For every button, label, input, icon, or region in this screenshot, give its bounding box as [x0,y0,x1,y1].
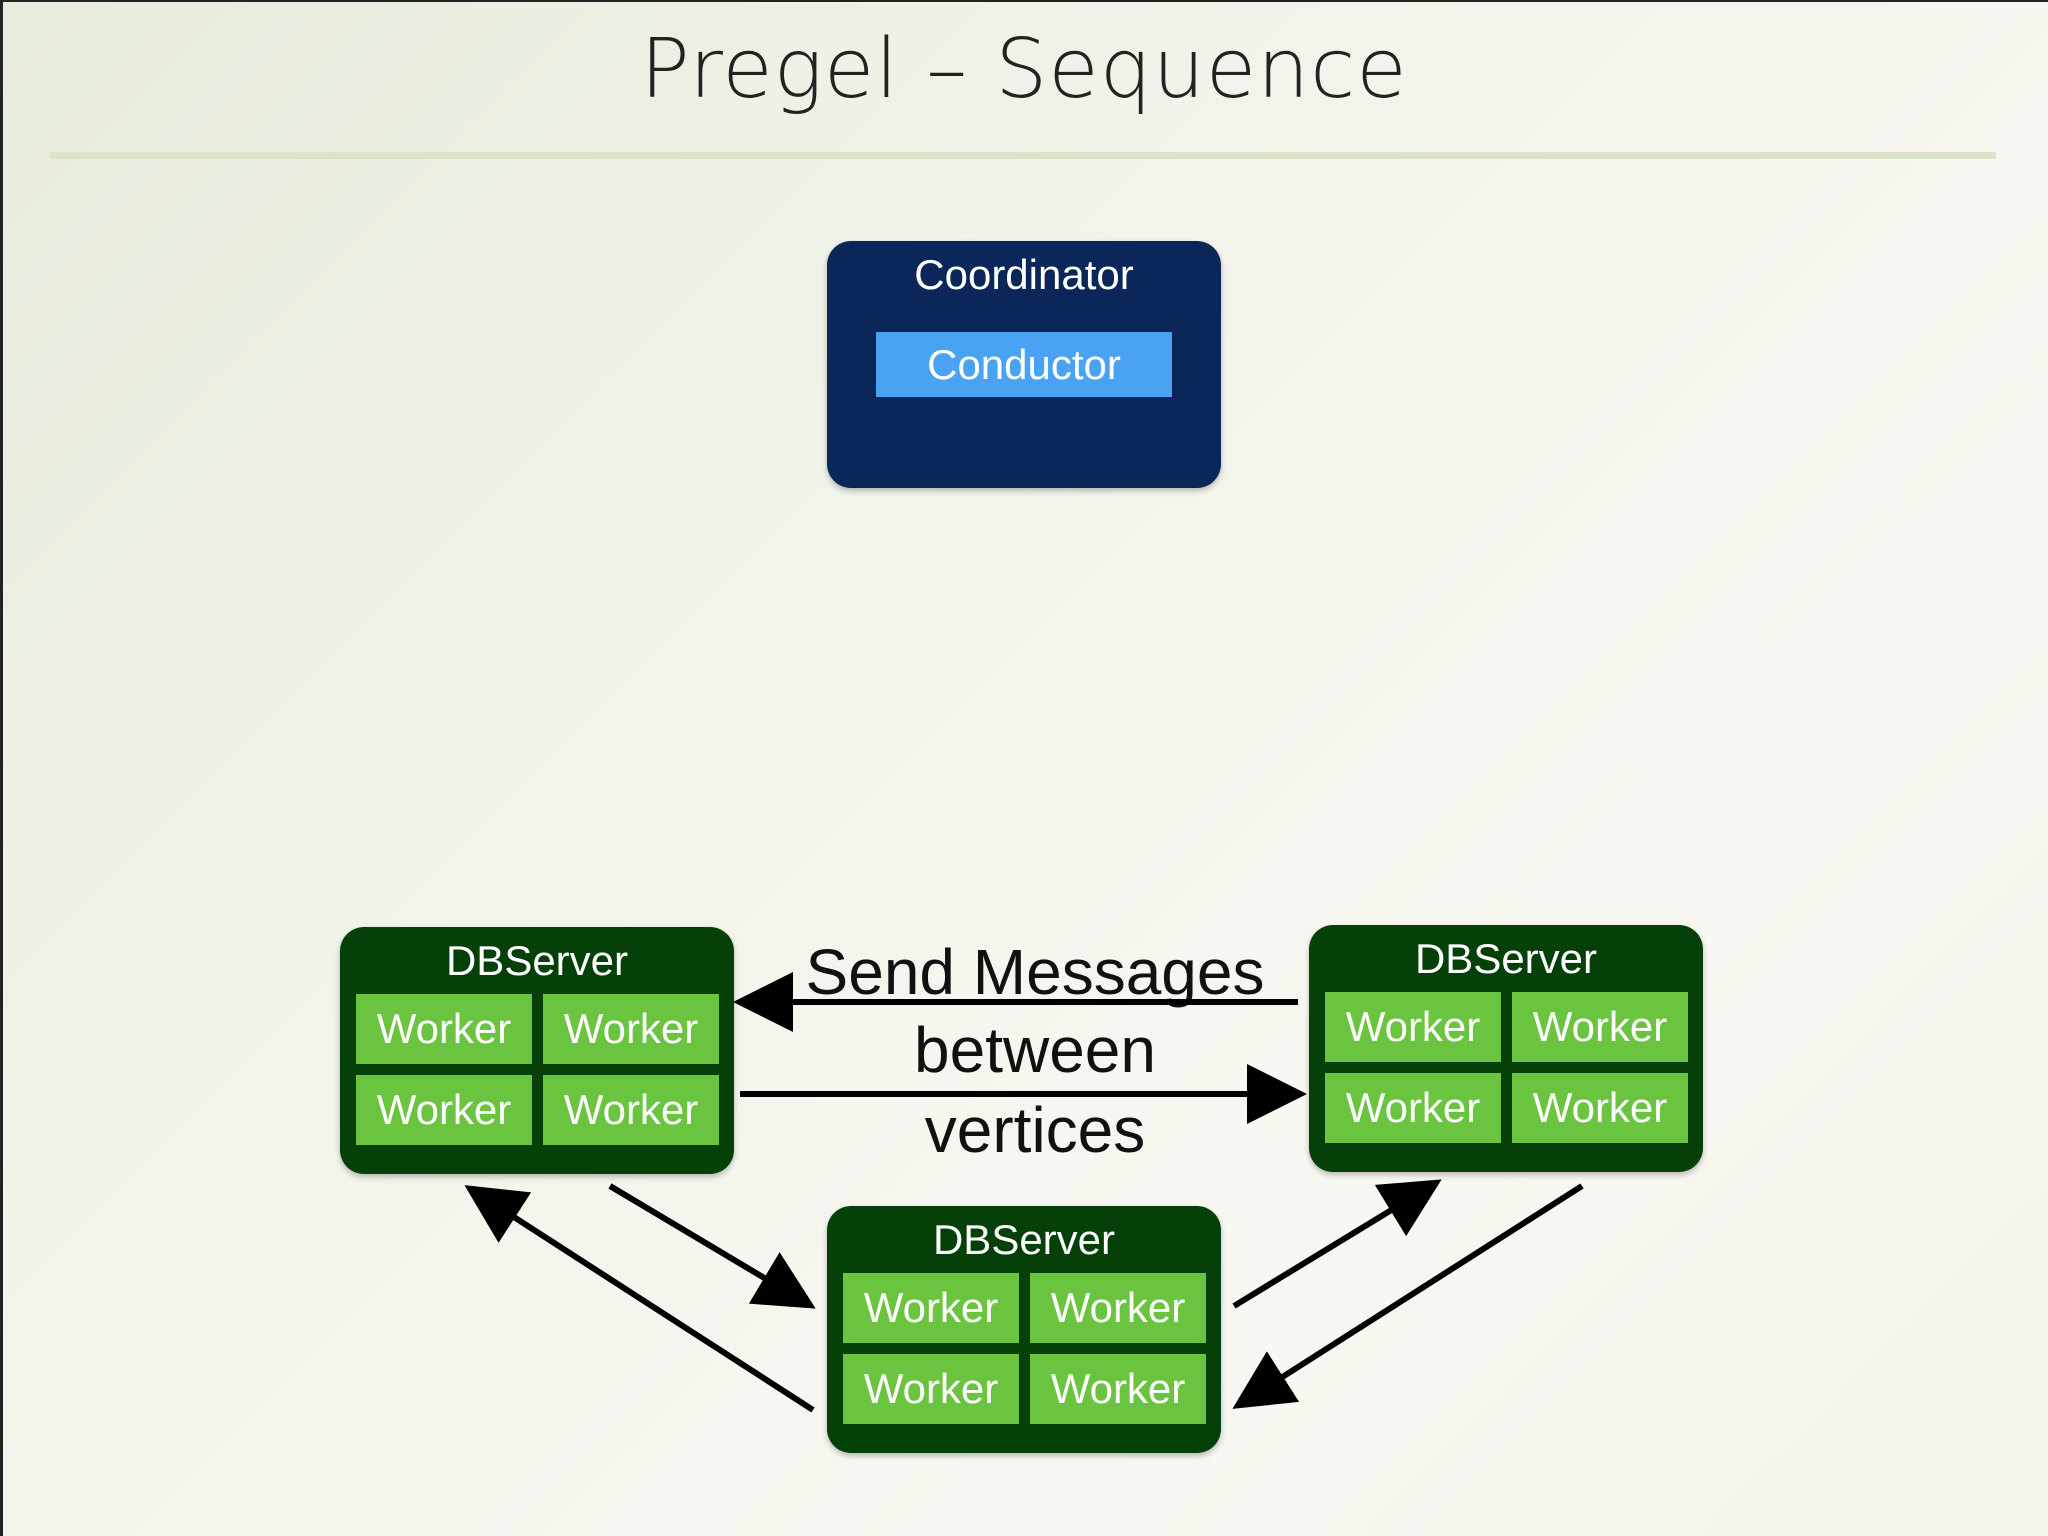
conductor-box: Conductor [876,332,1172,397]
worker-box: Worker [1325,992,1501,1062]
worker-box: Worker [543,994,719,1064]
worker-box: Worker [1512,992,1688,1062]
dbserver-left: DBServer Worker Worker Worker Worker [340,927,734,1174]
message-label-line1: Send Messages [805,936,1265,1008]
arrow-bottom-to-right [1232,1179,1442,1309]
dbserver-bottom: DBServer Worker Worker Worker Worker [827,1206,1221,1453]
worker-box: Worker [843,1273,1019,1343]
worker-box: Worker [1512,1073,1688,1143]
title-underline [50,152,1996,159]
arrow-left-to-bottom [608,1183,816,1309]
dbserver-label: DBServer [1414,935,1598,982]
worker-box: Worker [356,994,532,1064]
dbserver-label: DBServer [445,937,629,984]
arrow-bottom-to-left [464,1185,815,1413]
slide-title: Pregel – Sequence [640,22,1408,117]
message-label-line2: between [914,1014,1156,1086]
arrow-right-to-bottom [1232,1183,1584,1409]
dbserver-label: DBServer [932,1216,1116,1263]
coordinator-label: Coordinator [914,251,1134,298]
message-label-line3: vertices [924,1094,1146,1166]
dbserver-right: DBServer Worker Worker Worker Worker [1309,925,1703,1172]
worker-box: Worker [1325,1073,1501,1143]
slide-top-border [0,0,2048,2]
worker-box: Worker [1030,1273,1206,1343]
slide-left-border [0,0,3,1536]
worker-box: Worker [843,1354,1019,1424]
worker-box: Worker [1030,1354,1206,1424]
coordinator-box: Coordinator Conductor [827,241,1221,488]
worker-box: Worker [356,1075,532,1145]
worker-box: Worker [543,1075,719,1145]
